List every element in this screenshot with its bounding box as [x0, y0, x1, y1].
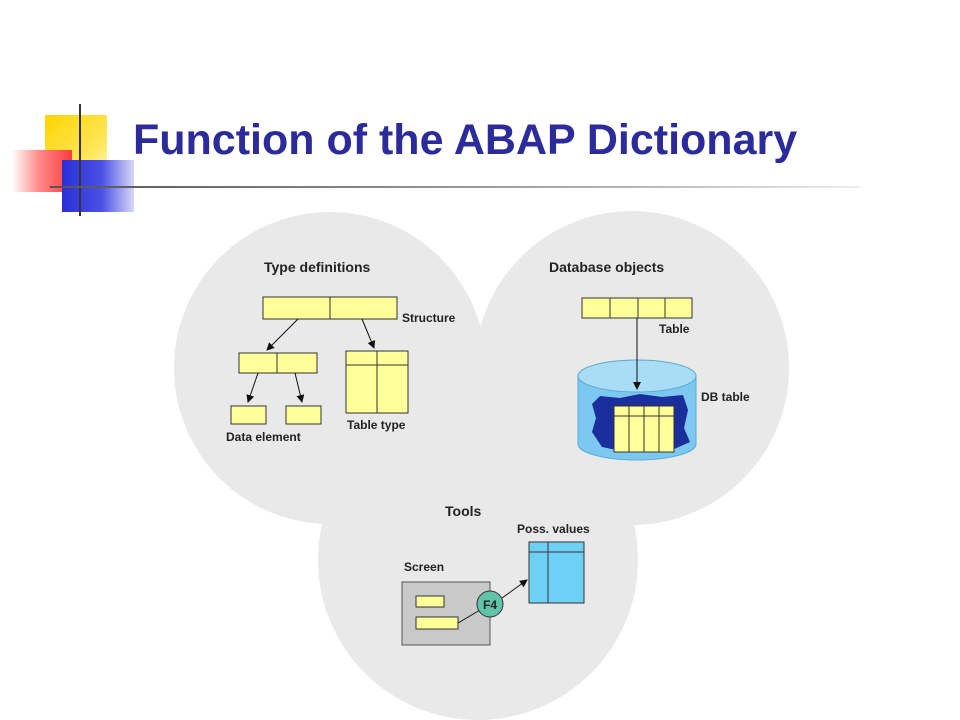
substructure-to-element1-arrow [246, 372, 259, 403]
title-underline [50, 186, 860, 188]
f4-to-poss-values-arrow [501, 579, 528, 599]
type-definitions-heading: Type definitions [264, 259, 371, 275]
screen-label: Screen [404, 560, 444, 574]
table-label: Table [659, 322, 690, 336]
tools-circle [318, 400, 638, 720]
data-element-box-1 [230, 405, 267, 425]
db-table-grid [613, 405, 675, 453]
f4-label: F4 [483, 598, 497, 612]
poss-values-label: Poss. values [517, 522, 590, 536]
tools-heading: Tools [445, 503, 482, 519]
slide-title: Function of the ABAP Dictionary [133, 116, 798, 164]
substructure-to-element2-arrow [294, 372, 305, 403]
database-objects-heading: Database objects [549, 259, 664, 275]
db-table-label: DB table [701, 390, 750, 404]
table-definition-box [581, 297, 693, 319]
poss-values-box [528, 541, 585, 604]
structure-to-table-type-arrow [361, 318, 376, 349]
data-element-box-2 [285, 405, 322, 425]
f4-key-icon [476, 590, 504, 618]
table-type-box [345, 350, 409, 414]
structure-box [262, 296, 398, 320]
structure-to-substructure-arrow [266, 318, 299, 351]
table-type-label: Table type [347, 418, 406, 432]
structure-label: Structure [402, 311, 456, 325]
substructure-box [238, 352, 318, 374]
data-element-label: Data element [226, 430, 301, 444]
field-to-f4-connector [457, 609, 481, 624]
decor-vertical-line [79, 104, 81, 216]
screen-box [401, 581, 491, 646]
